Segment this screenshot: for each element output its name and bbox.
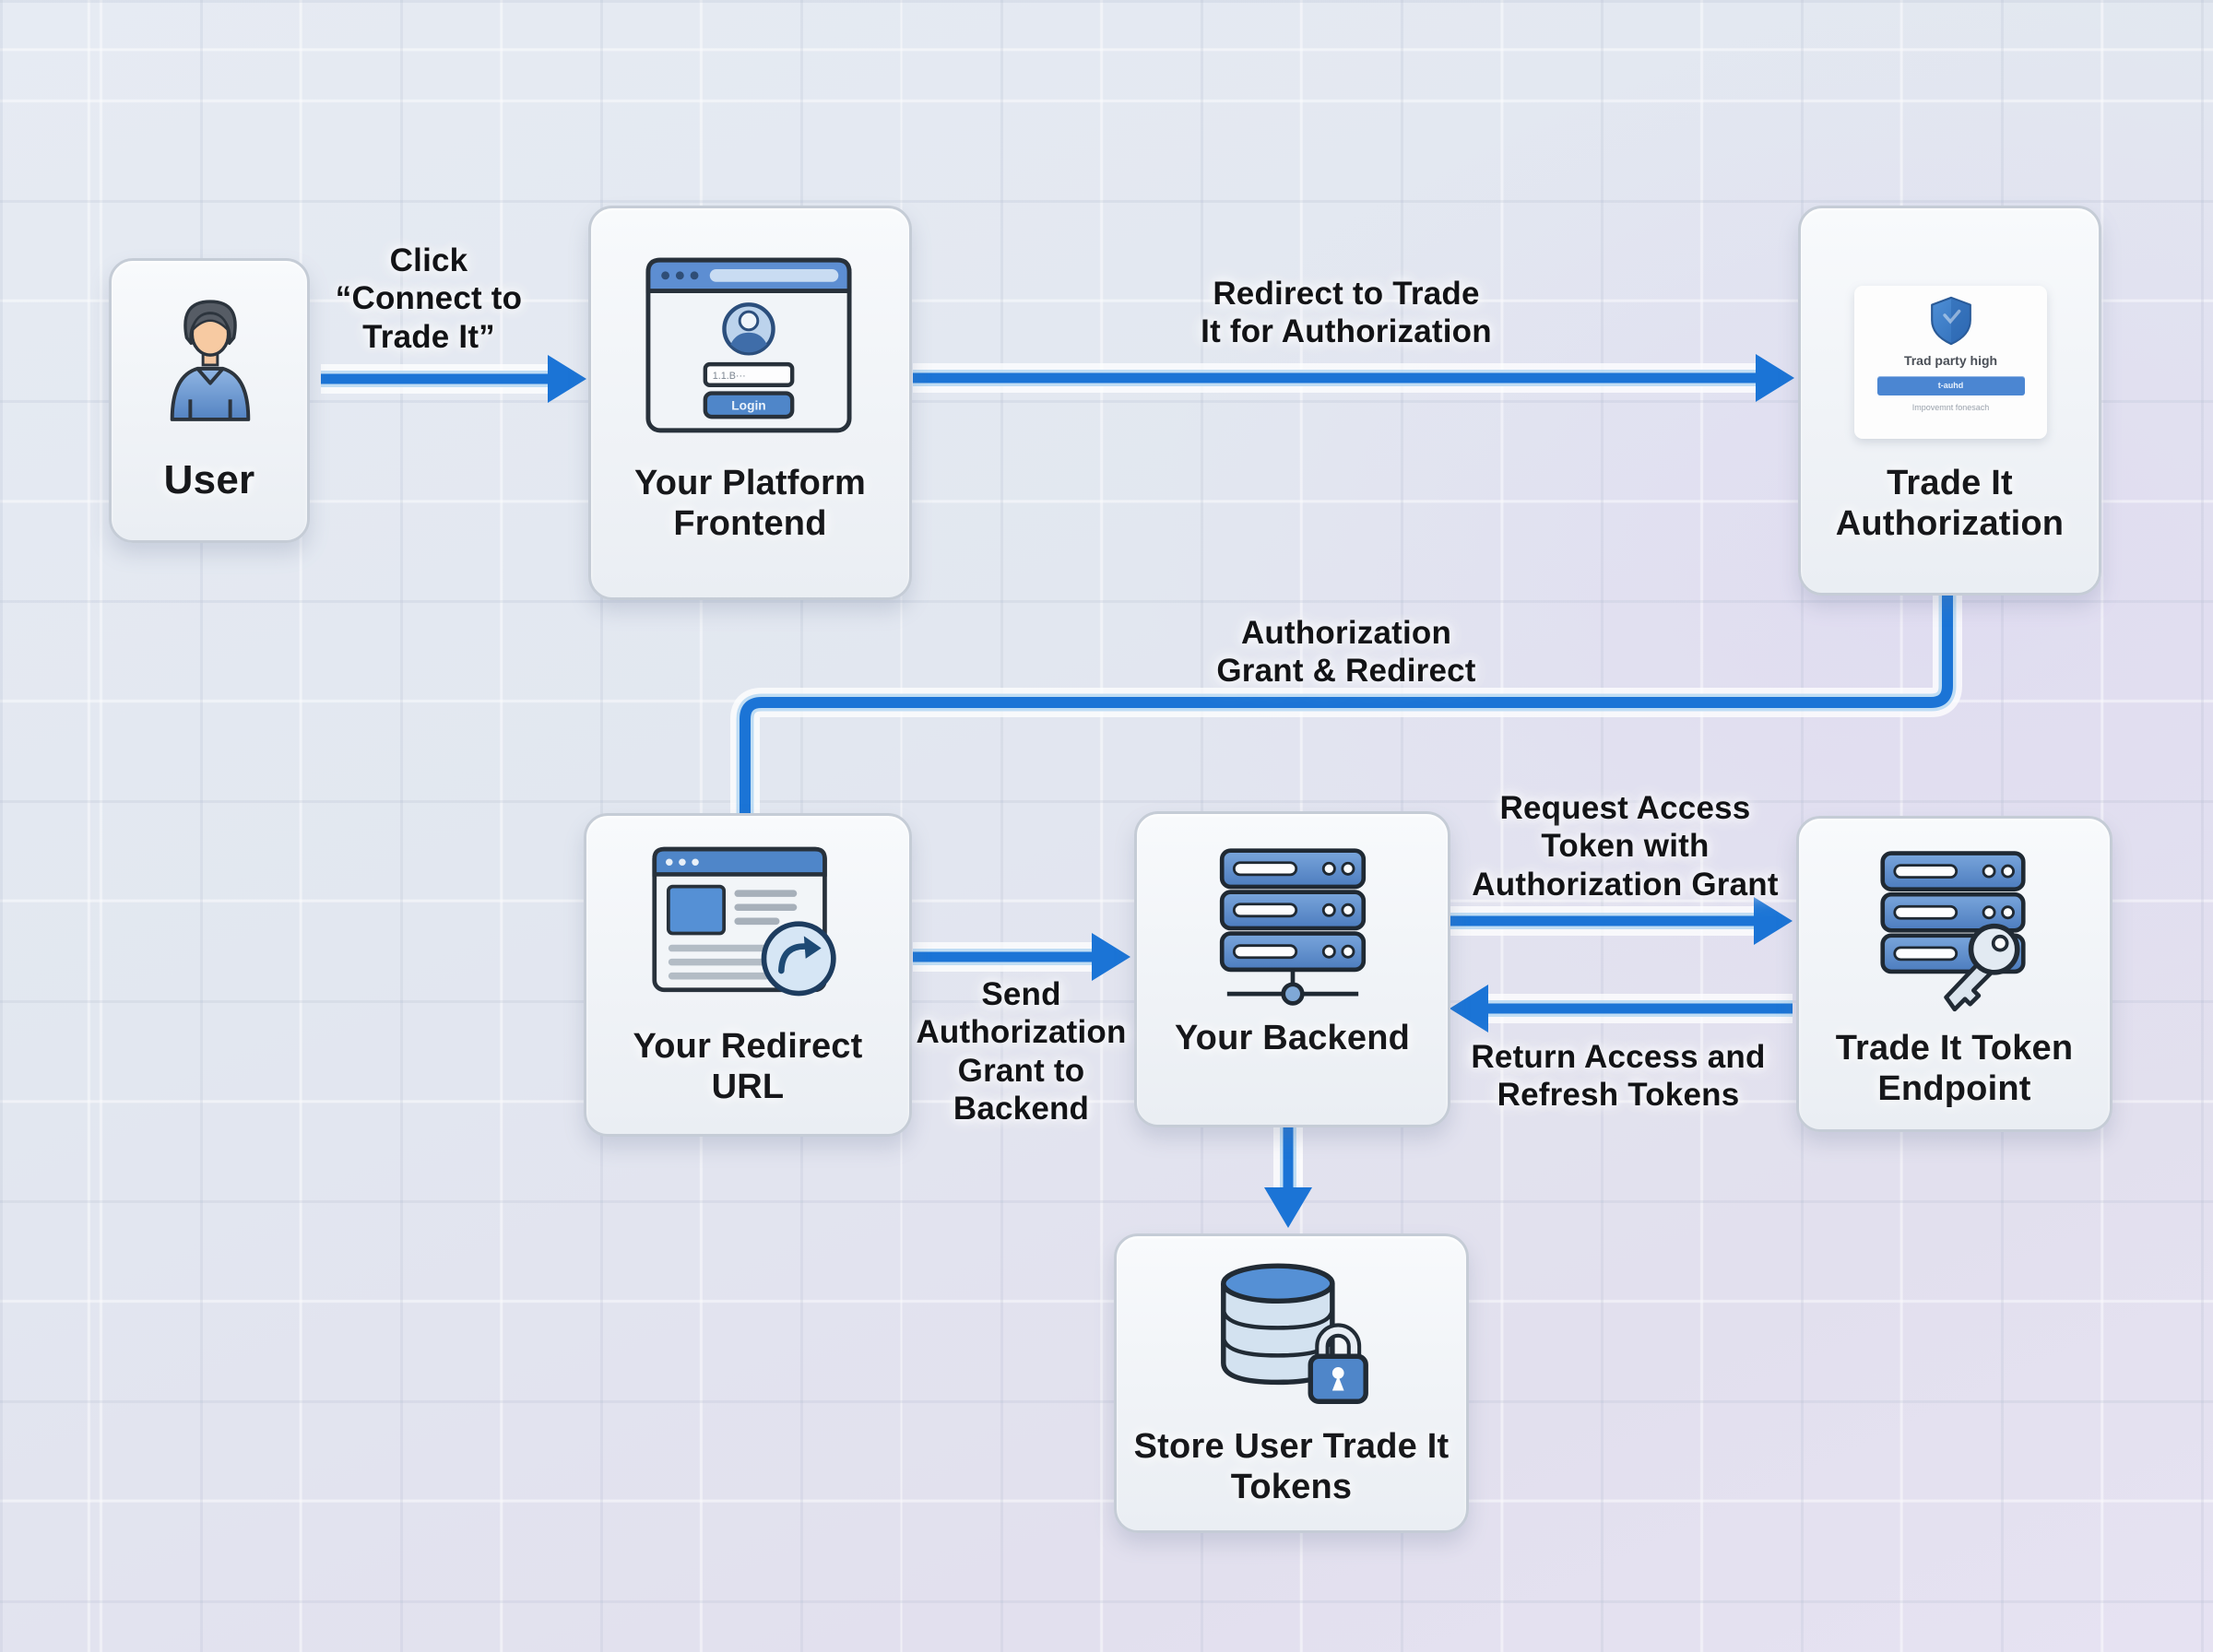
node-label-redirect-url: Your Redirect URL bbox=[633, 1027, 863, 1107]
auth-card-button: t-auhd bbox=[1876, 376, 2025, 395]
frontend-node: 1.1.B··· Login Your Platform Frontend bbox=[588, 206, 912, 600]
store-tokens-node: Store User Trade It Tokens bbox=[1114, 1233, 1469, 1533]
node-label-tradeit-auth: Trade It Authorization bbox=[1835, 464, 2065, 544]
login-button-label: Login bbox=[731, 398, 765, 412]
shield-icon bbox=[1930, 296, 1971, 346]
arrow-user-to-frontend bbox=[321, 355, 586, 403]
node-label-backend: Your Backend bbox=[1174, 1019, 1411, 1057]
edge-label-redirect-auth: Redirect to Trade It for Authorization bbox=[1201, 276, 1492, 350]
arrow-auth-to-redirect bbox=[721, 596, 1962, 1130]
backend-node: Your Backend bbox=[1134, 811, 1450, 1127]
browser-redirect-icon bbox=[652, 846, 836, 997]
node-label-store-tokens: Store User Trade It Tokens bbox=[1133, 1427, 1450, 1507]
auth-card-title: Trad party high bbox=[1903, 353, 1998, 368]
edge-label-request-token: Request Access Token with Authorization … bbox=[1472, 790, 1779, 903]
person-icon bbox=[170, 300, 251, 421]
token-endpoint-node: Trade It Token Endpoint bbox=[1796, 816, 2112, 1132]
node-label-user: User bbox=[163, 457, 255, 502]
arrow-redirect-to-backend bbox=[913, 933, 1130, 981]
node-label-frontend: Your Platform Frontend bbox=[633, 464, 867, 544]
server-stack-icon bbox=[1219, 848, 1367, 1006]
database-lock-icon bbox=[1221, 1263, 1368, 1405]
browser-login-icon: 1.1.B··· Login bbox=[645, 257, 852, 433]
arrow-frontend-to-auth bbox=[913, 354, 1794, 402]
lock-icon bbox=[1308, 1323, 1368, 1405]
edge-label-return-tokens: Return Access and Refresh Tokens bbox=[1471, 1039, 1766, 1114]
login-input-text: 1.1.B··· bbox=[713, 371, 746, 382]
user-node: User bbox=[109, 258, 310, 543]
key-icon bbox=[1944, 923, 2020, 1012]
auth-card-footnote: Impovemnt fonesach bbox=[1911, 403, 1990, 412]
arrow-backend-to-store bbox=[1264, 1125, 1312, 1228]
auth-login-card: Trad party high t-auhd Impovemnt fonesac… bbox=[1854, 286, 2047, 439]
edge-label-send-grant: Send Authorization Grant to Backend bbox=[916, 976, 1127, 1127]
arrow-token-to-backend bbox=[1450, 985, 1793, 1032]
edge-label-auth-grant: Authorization Grant & Redirect bbox=[1216, 615, 1476, 690]
tradeit-auth-node: Trad party high t-auhd Impovemnt fonesac… bbox=[1798, 206, 2101, 596]
server-key-icon bbox=[1880, 851, 2026, 1012]
edge-label-click-connect: Click “Connect to Trade It” bbox=[335, 242, 523, 355]
node-label-token-endpoint: Trade It Token Endpoint bbox=[1835, 1029, 2074, 1109]
redirect-url-node: Your Redirect URL bbox=[584, 813, 912, 1137]
arrow-backend-to-token bbox=[1450, 897, 1793, 945]
